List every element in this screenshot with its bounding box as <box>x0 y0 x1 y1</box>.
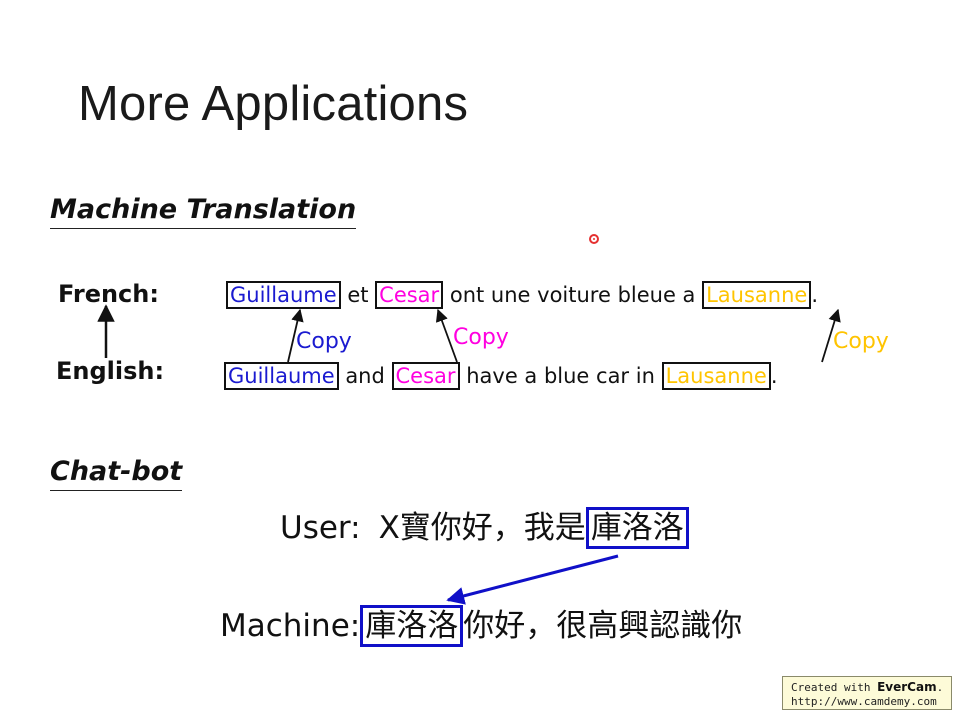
english-sentence: Guillaume and Cesar have a blue car in L… <box>224 362 778 390</box>
user-name-box: 庫洛洛 <box>585 507 689 549</box>
french-name-guillaume: Guillaume <box>226 281 341 309</box>
machine-translation-heading: Machine Translation <box>50 194 357 229</box>
french-word-et: et <box>340 283 376 307</box>
user-text: X寶你好，我是 <box>378 510 586 546</box>
english-phrase: have a blue car in <box>459 364 662 388</box>
english-label: English: <box>56 357 165 385</box>
chat-copy-arrow <box>446 554 619 605</box>
user-label: User: <box>280 510 361 546</box>
laser-pointer-dot-icon <box>589 234 599 244</box>
french-phrase: ont une voiture bleue a <box>443 283 703 307</box>
machine-label: Machine: <box>220 608 361 644</box>
slide-title: More Applications <box>78 77 469 131</box>
copy-label-guillaume: Copy <box>296 329 352 354</box>
french-period: . <box>811 283 819 307</box>
english-word-and: and <box>338 364 392 388</box>
french-name-lausanne: Lausanne <box>702 281 812 309</box>
machine-text: 你好，很高興認識你 <box>463 608 743 644</box>
copy-label-lausanne: Copy <box>833 329 889 354</box>
machine-line: Machine:庫洛洛你好，很高興認識你 <box>220 605 743 647</box>
watermark-url[interactable]: http://www.camdemy.com <box>791 695 937 708</box>
english-name-guillaume: Guillaume <box>224 362 339 390</box>
machine-name-box: 庫洛洛 <box>360 605 464 647</box>
english-period: . <box>770 364 778 388</box>
french-name-cesar: Cesar <box>375 281 444 309</box>
evercam-watermark[interactable]: Created with EverCam. http://www.camdemy… <box>782 676 952 710</box>
french-label: French: <box>58 280 159 308</box>
english-name-lausanne: Lausanne <box>661 362 771 390</box>
french-sentence: Guillaume et Cesar ont une voiture bleue… <box>226 281 819 309</box>
english-name-cesar: Cesar <box>391 362 460 390</box>
user-line: User: X寶你好，我是庫洛洛 <box>280 507 689 549</box>
watermark-line1: Created with EverCam. <box>791 680 944 694</box>
copy-label-cesar: Copy <box>453 325 509 350</box>
chat-bot-heading: Chat-bot <box>50 456 183 491</box>
